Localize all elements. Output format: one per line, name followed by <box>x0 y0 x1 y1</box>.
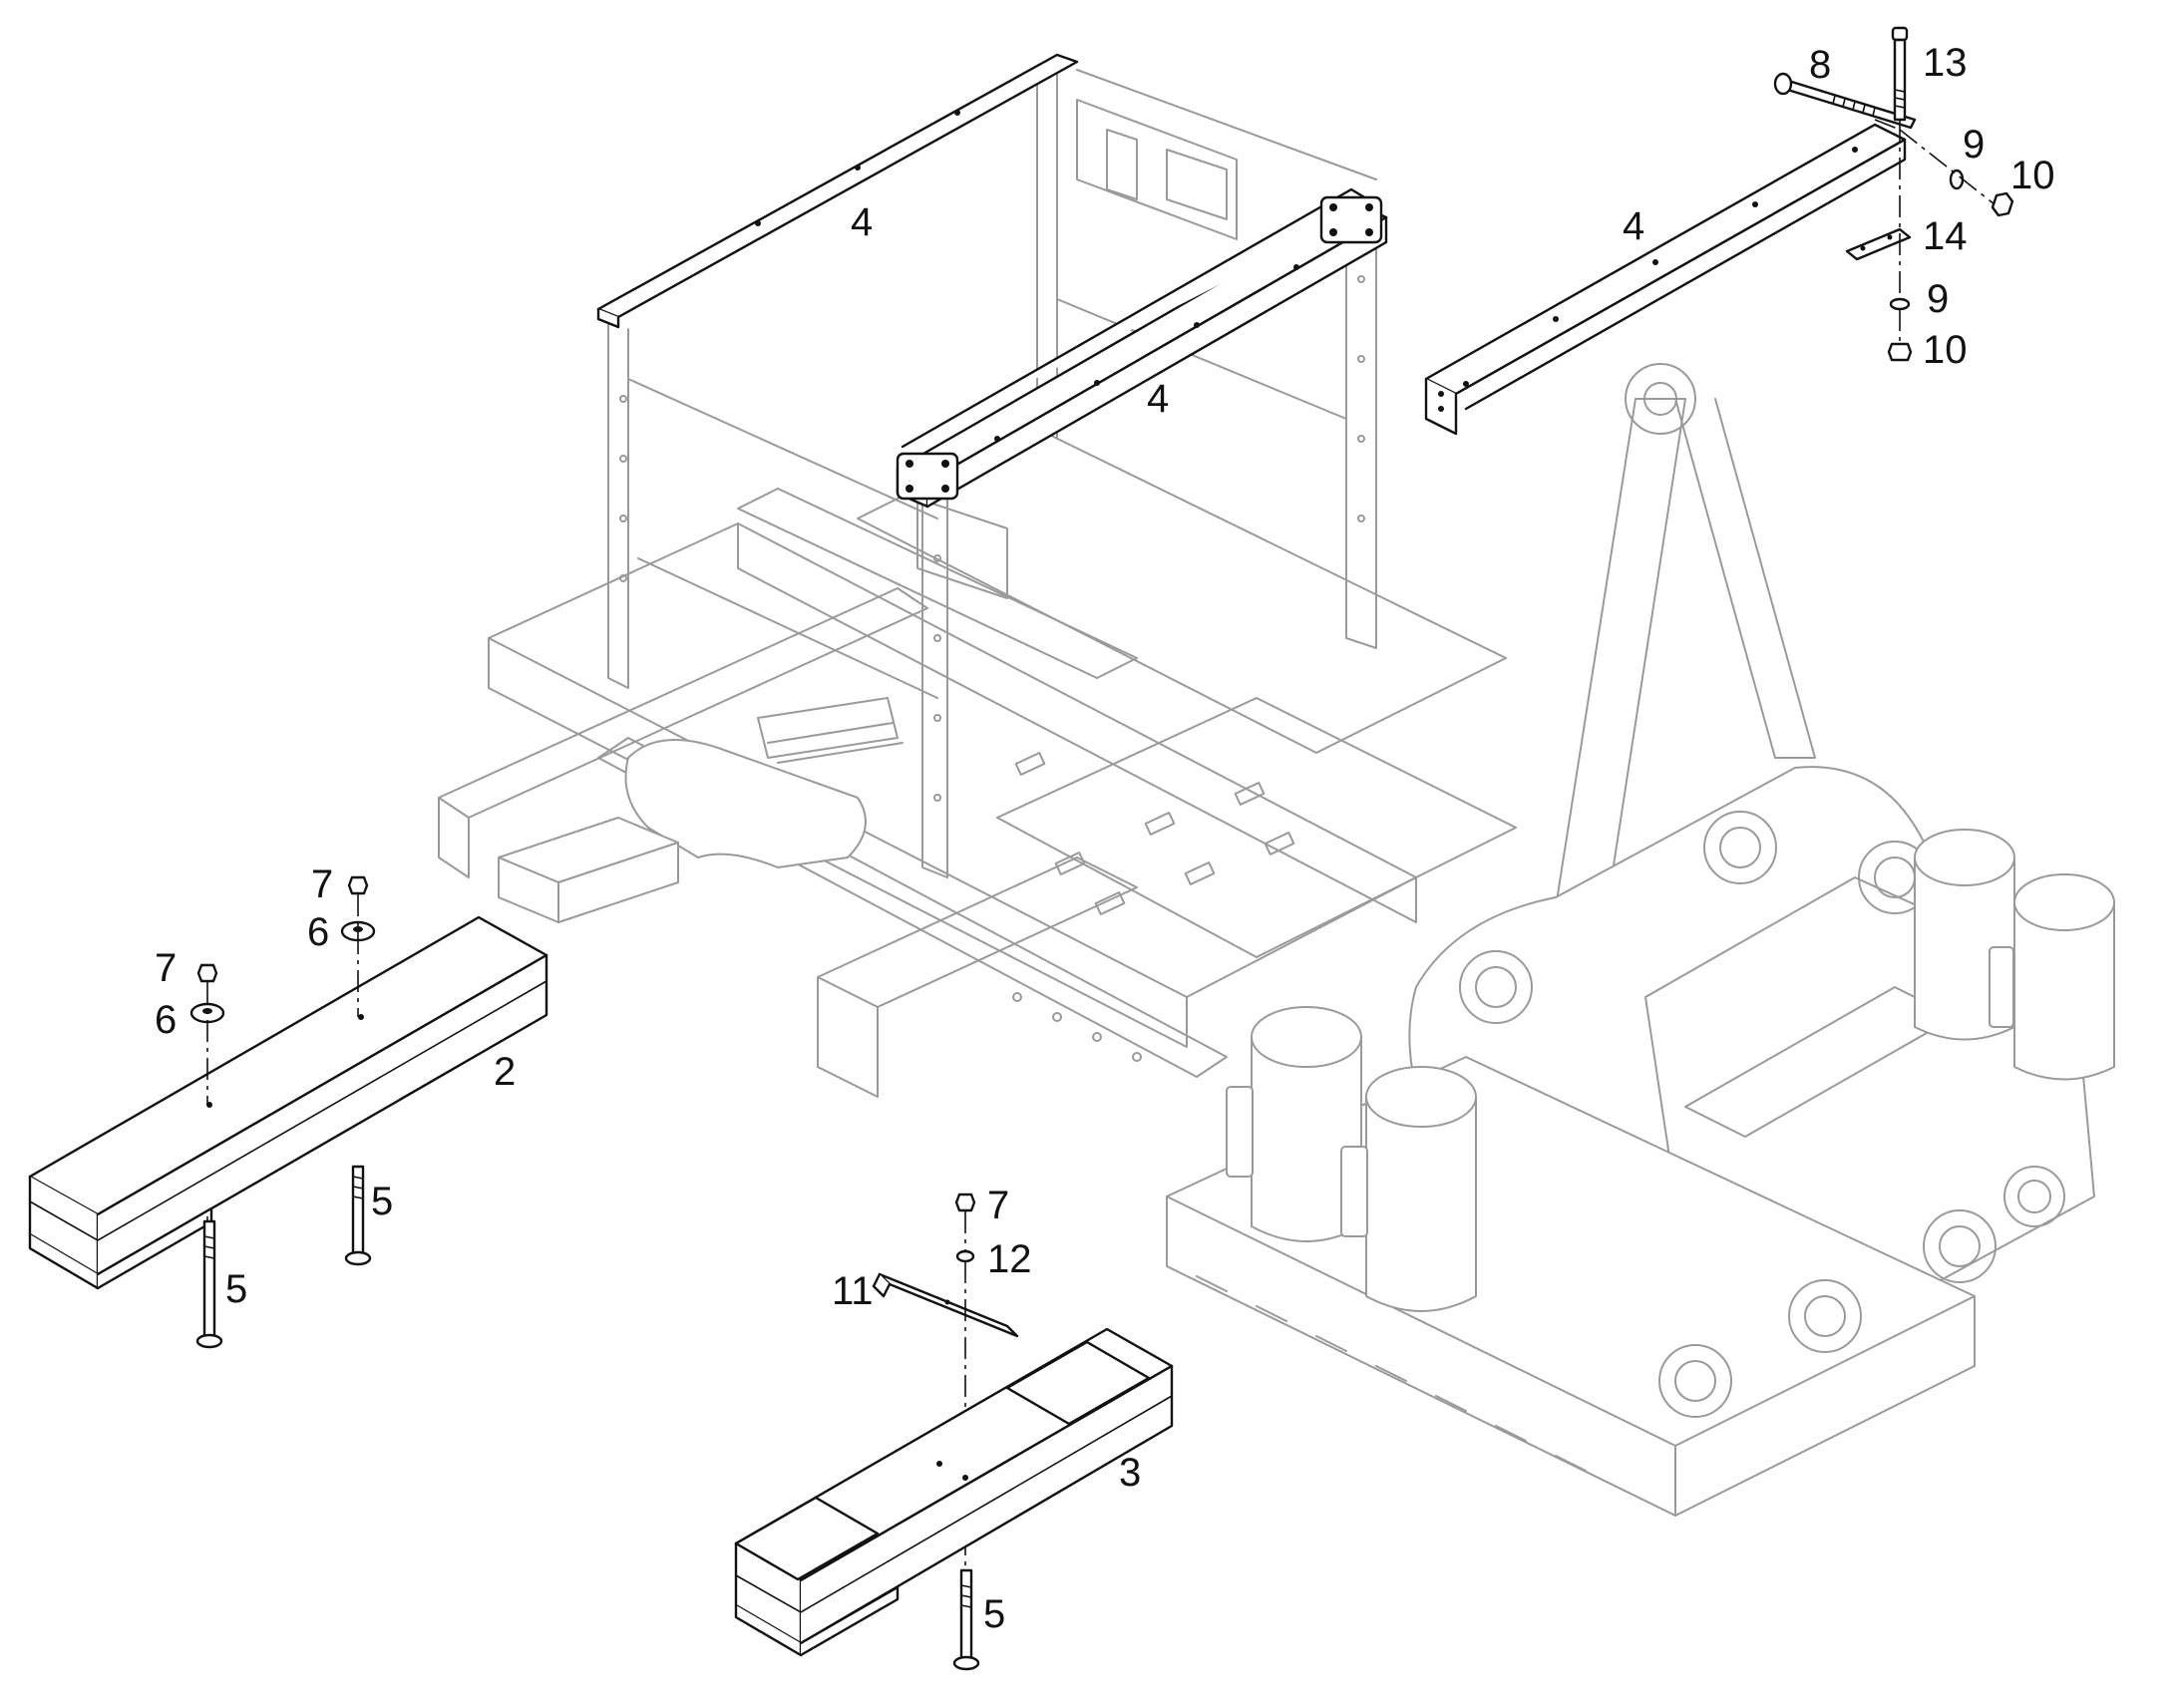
callout-4-cab-rear-beam: 4 <box>851 200 873 244</box>
callout-5-a: 5 <box>225 1267 247 1311</box>
callout-6-b: 6 <box>307 910 329 954</box>
counterweight-right <box>734 1327 1174 1657</box>
callout-3: 3 <box>1119 1451 1141 1495</box>
callout-labels: 4 4 4 8 13 9 10 14 9 10 7 6 7 6 2 5 5 7 … <box>155 41 2055 1636</box>
callout-6-a: 6 <box>155 998 177 1042</box>
bolt-a <box>195 1219 223 1349</box>
leaders-upper-right <box>1874 119 1996 344</box>
callout-7-c: 7 <box>987 1184 1009 1227</box>
nut-a <box>196 963 218 983</box>
nut-lower <box>1887 342 1913 362</box>
callout-11: 11 <box>832 1269 874 1313</box>
callout-7-b: 7 <box>311 862 333 906</box>
callout-8: 8 <box>1809 43 1831 87</box>
machine-frame-ghost <box>438 428 1517 1098</box>
bolt-b <box>344 1165 372 1266</box>
bracket <box>872 1272 1019 1338</box>
callout-5-b: 5 <box>371 1180 393 1223</box>
frame-beam-loose <box>1424 123 1907 436</box>
spacer-plate <box>1845 227 1912 261</box>
callout-10-upper: 10 <box>2010 154 2055 197</box>
washer-upper <box>1949 169 1965 190</box>
callout-10-lower: 10 <box>1923 328 1968 372</box>
nut-upper <box>1991 191 2014 217</box>
boom-assembly-ghost <box>1012 363 2115 1517</box>
bolt-vertical <box>1891 26 1909 122</box>
washer-lower <box>1889 297 1911 311</box>
frame-beam-top-front <box>896 187 1388 509</box>
callout-4-loose-beam: 4 <box>1623 204 1644 248</box>
callout-9-lower: 9 <box>1927 277 1949 321</box>
nut-c <box>954 1193 976 1212</box>
mounted-counterweight-ghost <box>498 817 679 923</box>
callout-2: 2 <box>494 1050 516 1094</box>
callout-9-upper: 9 <box>1963 123 1985 167</box>
bolt-long <box>1773 72 1917 130</box>
callout-13: 13 <box>1923 41 1968 85</box>
callout-12: 12 <box>987 1237 1032 1281</box>
callout-5-c: 5 <box>983 1592 1005 1636</box>
callout-7-a: 7 <box>155 946 177 990</box>
bolt-c <box>952 1568 980 1671</box>
frame-beam-top-left <box>596 53 1079 329</box>
callout-4-cab-front-beam: 4 <box>1147 377 1169 421</box>
nut-b <box>347 875 369 895</box>
washer-12 <box>955 1249 975 1263</box>
counterweight-left <box>28 915 548 1290</box>
callout-14: 14 <box>1923 214 1968 258</box>
